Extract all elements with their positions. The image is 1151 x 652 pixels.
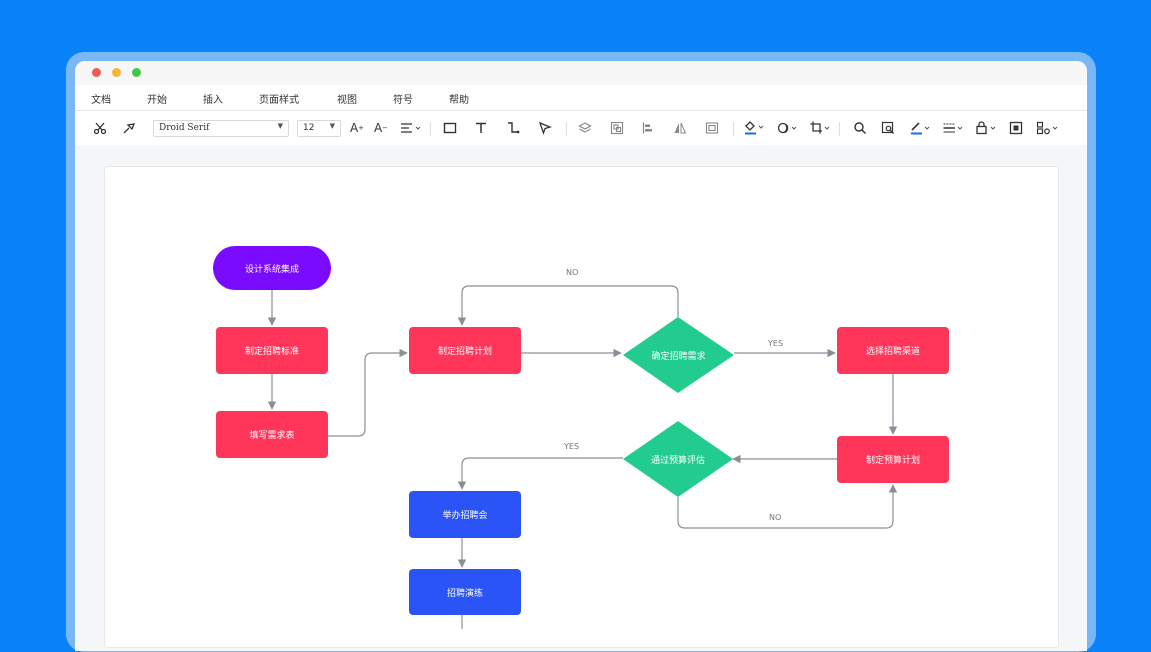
edge-label-evaluate-yes: YES xyxy=(564,442,580,451)
flip-icon[interactable] xyxy=(671,119,689,137)
more-shapes-icon[interactable] xyxy=(1035,119,1061,137)
node-budget[interactable]: 制定预算计划 xyxy=(837,436,949,483)
toolbar: Droid Serif ▼ 12 ▼ A+ A− xyxy=(75,111,1087,145)
toolbar-separator xyxy=(839,122,840,136)
menu-page-style[interactable]: 页面样式 xyxy=(259,95,299,106)
node-demand-form[interactable]: 填写需求表 xyxy=(216,411,328,458)
fill-icon[interactable] xyxy=(742,119,766,137)
text-icon[interactable] xyxy=(472,119,490,137)
font-size-value: 12 xyxy=(303,123,315,133)
edge-label-evaluate-no: NO xyxy=(769,513,782,522)
title-bar xyxy=(75,61,1087,85)
menu-help[interactable]: 帮助 xyxy=(449,95,469,106)
connector-icon[interactable] xyxy=(504,119,522,137)
menu-start[interactable]: 开始 xyxy=(147,95,167,106)
find-replace-icon[interactable] xyxy=(879,119,897,137)
node-evaluate-label: 通过预算评估 xyxy=(650,455,705,466)
edge-confirm-no xyxy=(457,285,679,326)
crop-icon[interactable] xyxy=(808,119,832,137)
edge-evaluate-yes xyxy=(457,457,623,490)
lock-icon[interactable] xyxy=(974,119,998,137)
chevron-down-icon: ▼ xyxy=(277,122,283,130)
node-standard[interactable]: 制定招聘标准 xyxy=(216,327,328,374)
layers-icon[interactable] xyxy=(576,119,594,137)
node-confirm-label: 确定招聘需求 xyxy=(651,351,706,362)
format-painter-icon[interactable] xyxy=(120,119,138,137)
group-icon[interactable] xyxy=(608,119,626,137)
edge-label-confirm-no: NO xyxy=(566,268,579,277)
node-start[interactable]: 设计系统集成 xyxy=(213,246,331,290)
edge-form-to-plan xyxy=(328,348,408,437)
toolbar-separator xyxy=(733,122,734,136)
line-style-icon[interactable] xyxy=(941,119,965,137)
node-plan[interactable]: 制定招聘计划 xyxy=(409,327,521,374)
menu-view[interactable]: 视图 xyxy=(337,95,357,106)
chevron-down-icon: ▼ xyxy=(329,122,335,130)
toolbar-separator xyxy=(566,122,567,136)
menu-symbol[interactable]: 符号 xyxy=(393,95,413,106)
node-fair[interactable]: 举办招聘会 xyxy=(409,491,521,538)
menu-bar: 文档 开始 插入 页面样式 视图 符号 帮助 xyxy=(75,85,1087,111)
font-size-select[interactable]: 12 ▼ xyxy=(297,120,341,137)
rectangle-icon[interactable] xyxy=(441,119,459,137)
pointer-icon[interactable] xyxy=(536,119,554,137)
toolbar-separator xyxy=(430,122,431,136)
font-family-select[interactable]: Droid Serif ▼ xyxy=(153,120,289,137)
font-family-value: Droid Serif xyxy=(159,123,210,133)
fit-icon[interactable] xyxy=(1007,119,1025,137)
frame-icon[interactable] xyxy=(703,119,721,137)
line-color-icon[interactable] xyxy=(908,119,932,137)
shadow-icon[interactable] xyxy=(775,119,799,137)
maximize-window-button[interactable] xyxy=(132,68,141,77)
node-channel[interactable]: 选择招聘渠道 xyxy=(837,327,949,374)
edge-evaluate-no xyxy=(677,484,898,529)
minimize-window-button[interactable] xyxy=(112,68,121,77)
font-shrink-icon[interactable]: A− xyxy=(373,121,389,135)
menu-insert[interactable]: 插入 xyxy=(203,95,223,106)
close-window-button[interactable] xyxy=(92,68,101,77)
align-left-icon[interactable] xyxy=(639,119,657,137)
node-rehearsal[interactable]: 招聘演练 xyxy=(409,569,521,615)
decision-evaluate-shape[interactable] xyxy=(623,421,733,497)
align-icon[interactable] xyxy=(399,119,423,137)
decision-confirm-shape[interactable] xyxy=(623,317,734,393)
menu-document[interactable]: 文档 xyxy=(91,95,111,106)
edge-label-confirm-yes: YES xyxy=(768,339,784,348)
flowchart-connectors xyxy=(267,285,898,629)
search-icon[interactable] xyxy=(851,119,869,137)
cut-icon[interactable] xyxy=(91,119,109,137)
font-grow-icon[interactable]: A+ xyxy=(349,121,365,135)
